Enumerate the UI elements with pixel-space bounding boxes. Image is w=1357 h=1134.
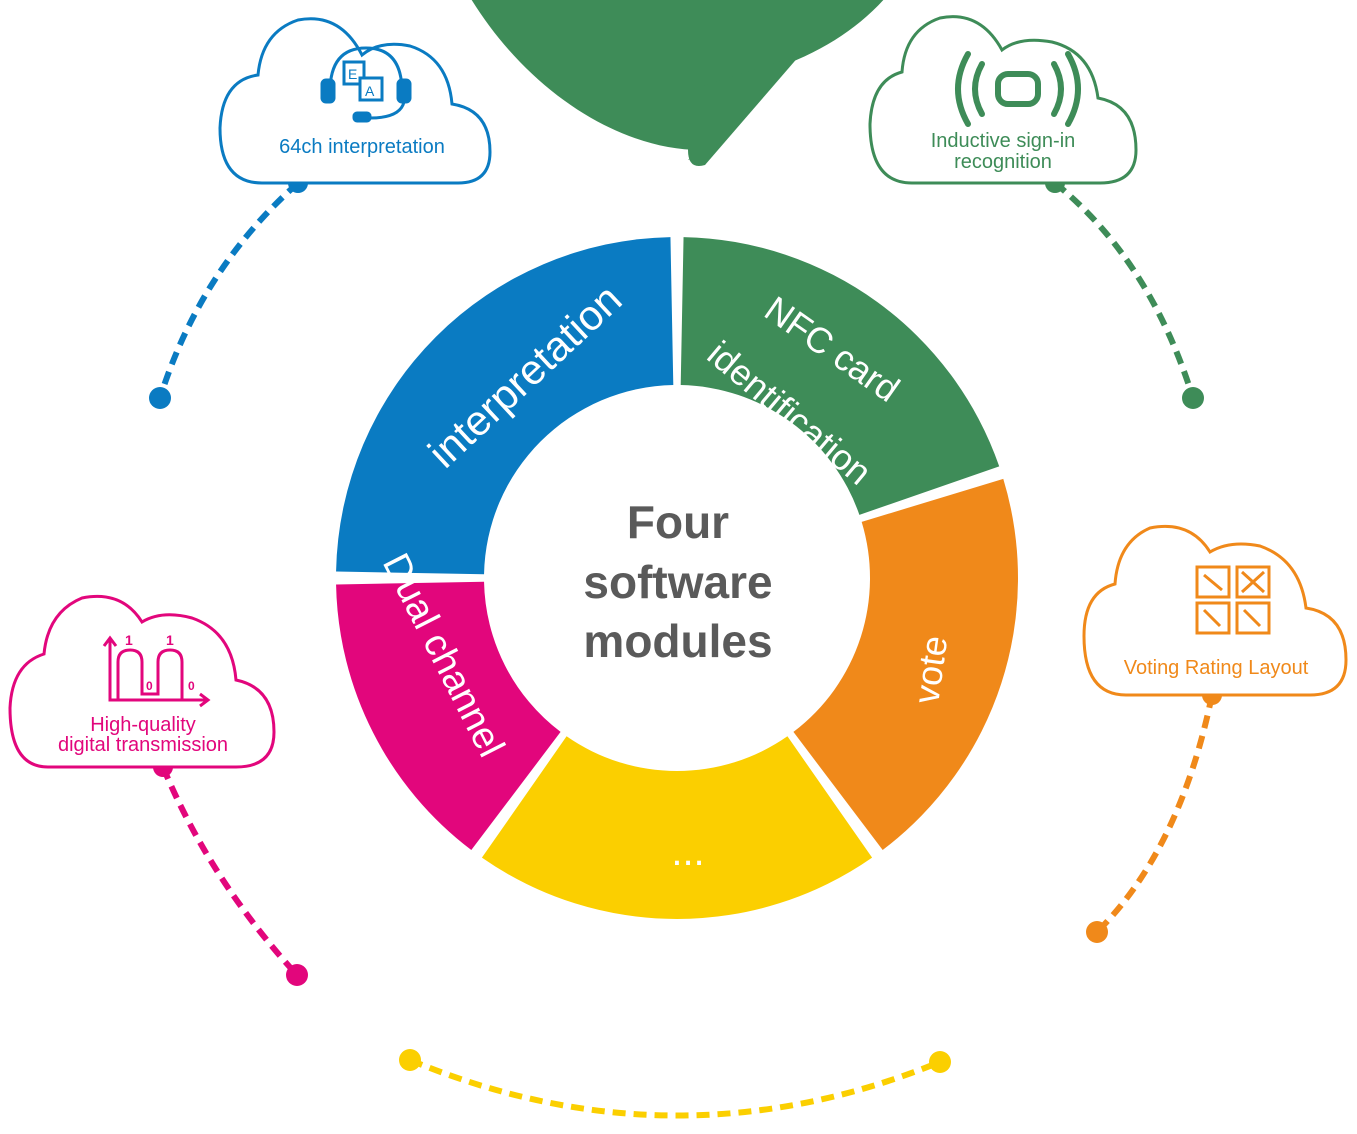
connector-blue <box>157 180 300 399</box>
center-title-line2: software <box>583 556 772 608</box>
connector-magenta <box>160 765 300 978</box>
cloud-signin: Inductive sign-in recognition <box>868 15 1138 185</box>
cloud-label-signin-line1: Inductive sign-in <box>931 130 1076 152</box>
icon-digit-0a: 0 <box>146 679 153 693</box>
cloud-interpretation: E A 64ch interpretation <box>218 17 492 185</box>
connector-yellow <box>408 1057 942 1119</box>
cloud-label-interpretation: 64ch interpretation <box>279 136 445 158</box>
icon-glyph-a: A <box>365 83 375 99</box>
cloud-transmission: 1 1 0 0 High-quality digital transmissio… <box>8 594 276 769</box>
icon-digit-1b: 1 <box>166 632 174 648</box>
nfc-signal-icon <box>955 51 1081 127</box>
module-ring <box>336 237 1018 919</box>
segment-label-more: ... <box>671 830 704 874</box>
center-title-line3: modules <box>583 615 772 667</box>
digital-signal-icon <box>102 635 211 708</box>
headset-translate-icon <box>320 46 412 123</box>
connector-green <box>1053 180 1196 399</box>
cloud-label-voting: Voting Rating Layout <box>1124 657 1309 679</box>
cloud-label-signin-line2: recognition <box>954 151 1052 173</box>
icon-digit-1a: 1 <box>125 632 133 648</box>
cloud-label-transmission-line2: digital transmission <box>58 734 228 756</box>
center-title-line1: Four <box>627 496 729 548</box>
segment-more <box>481 736 873 919</box>
segment-vote <box>793 478 1018 850</box>
segment-dual-channel <box>336 581 561 850</box>
connector-orange <box>1094 694 1215 935</box>
segment-interpretation <box>336 237 674 575</box>
cloud-label-transmission-line1: High-quality <box>90 714 196 736</box>
icon-digit-0b: 0 <box>188 679 195 693</box>
segment-label-vote: vote <box>905 633 955 706</box>
icon-glyph-e: E <box>348 66 357 82</box>
segment-nfc <box>680 237 1000 515</box>
voting-grid-icon <box>1195 565 1271 635</box>
speech-bubble <box>471 0 884 166</box>
connectors <box>157 180 1215 1119</box>
cloud-voting: Voting Rating Layout <box>1082 524 1348 697</box>
